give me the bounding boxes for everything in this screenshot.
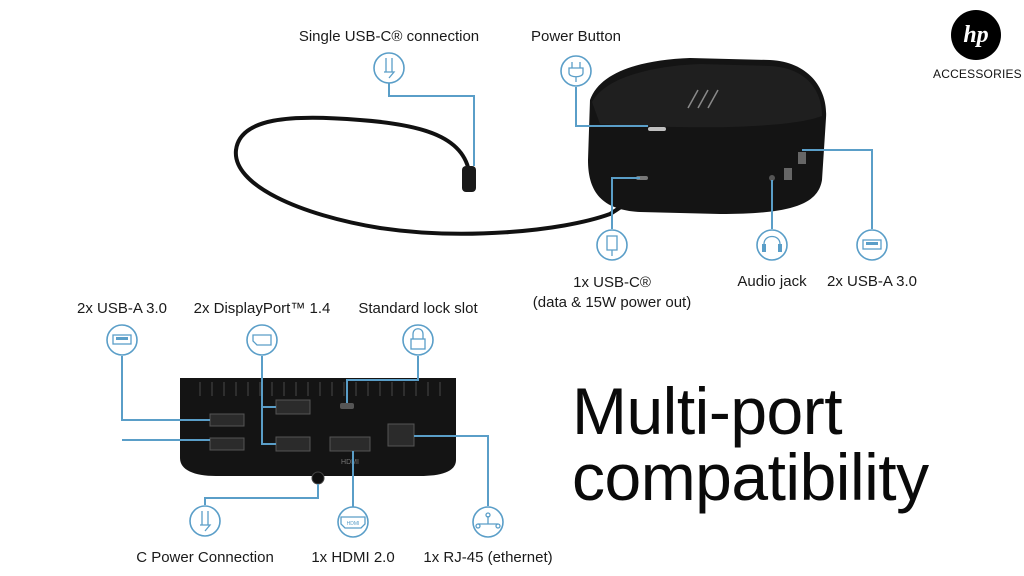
hdmi-port — [329, 436, 371, 452]
usb-c-plug — [462, 166, 476, 192]
c-power-icon — [189, 505, 221, 537]
hdmi-icon-text: HDMI — [347, 521, 360, 527]
label-rj45: 1x RJ-45 (ethernet) — [423, 549, 553, 566]
brand-subtitle: ACCESSORIES — [933, 67, 1022, 81]
hdmi-port-label: HDMI — [341, 459, 359, 466]
usb-a-icon-front — [856, 229, 888, 261]
label-c-power: C Power Connection — [136, 549, 274, 566]
lock-slot — [340, 403, 354, 409]
displayport-icon — [246, 324, 278, 356]
label-power-button: Power Button — [530, 28, 622, 45]
usb-a-front-port-2 — [798, 152, 806, 164]
headline: Multi-port compatibility — [572, 378, 929, 510]
lock-icon — [402, 324, 434, 356]
connector-lines — [121, 80, 873, 510]
label-lock-slot: Standard lock slot — [358, 300, 478, 317]
label-usb-c-connection: Single USB-C® connection — [298, 28, 480, 45]
headphones-icon — [756, 229, 788, 261]
power-button — [648, 127, 666, 131]
usb-a-icon-rear — [106, 324, 138, 356]
c-power-port — [311, 471, 325, 485]
hp-dock-logo — [687, 89, 719, 109]
usb-a-rear-port-1 — [209, 413, 245, 427]
usb-a-rear-port-2 — [209, 437, 245, 451]
displayport-2 — [275, 436, 311, 452]
headline-line2: compatibility — [572, 440, 929, 514]
usb-a-front-port-1 — [784, 168, 792, 180]
label-usb-c-out-line1: 1x USB-C® — [573, 274, 651, 291]
dock-front — [588, 58, 827, 214]
label-hdmi: 1x HDMI 2.0 — [311, 549, 395, 566]
usb-c-cable — [233, 115, 641, 236]
usb-c-icon — [596, 229, 628, 261]
hp-logo: hp — [951, 10, 1001, 60]
cable-icon — [373, 52, 405, 84]
label-usb-c-out: 1x USB-C® (data & 15W power out) — [533, 273, 691, 313]
audio-jack-port — [769, 175, 775, 181]
headline-line1: Multi-port — [572, 374, 843, 448]
label-usb-a-rear: 2x USB-A 3.0 — [76, 300, 168, 317]
displayport-1 — [275, 399, 311, 415]
dock-rear: HDMI — [180, 378, 456, 485]
rj45-port — [387, 423, 415, 447]
label-usb-c-out-line2: (data & 15W power out) — [532, 294, 692, 311]
power-plug-icon — [560, 55, 592, 87]
network-icon — [472, 506, 504, 538]
label-displayport: 2x DisplayPort™ 1.4 — [193, 300, 331, 317]
hdmi-icon: HDMI — [337, 506, 369, 538]
label-usb-a-front: 2x USB-A 3.0 — [826, 273, 918, 290]
label-audio-jack: Audio jack — [737, 273, 807, 290]
